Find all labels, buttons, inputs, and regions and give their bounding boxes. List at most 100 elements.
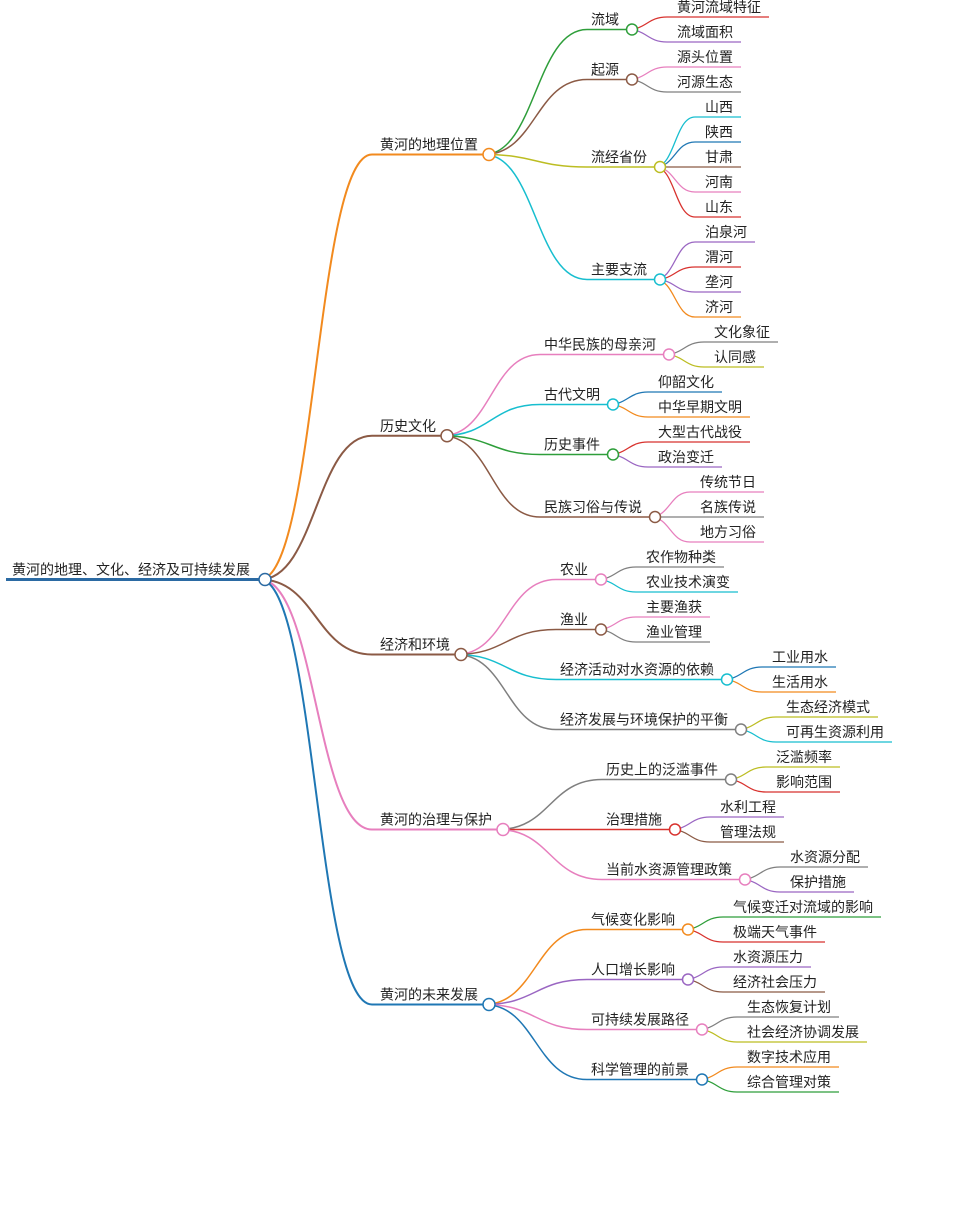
leaf-topic: 综合管理对策 [747, 1074, 831, 1091]
subtopic-connector [497, 828, 603, 881]
subtopic: 历史上的泛滥事件 [606, 763, 718, 779]
subtopic-collapse-toggle[interactable] [681, 973, 695, 986]
subtopic: 可持续发展路径 [591, 1012, 689, 1029]
branch-connector [259, 434, 373, 581]
subtopic-connector [483, 928, 588, 1006]
main-topic: 经济和环境 [380, 638, 450, 654]
subtopic-collapse-toggle[interactable] [720, 673, 734, 686]
subtopic: 经济发展与环境保护的平衡 [560, 713, 728, 729]
leaf-topic: 社会经济协调发展 [747, 1025, 859, 1041]
leaf-topic: 垄河 [705, 275, 733, 291]
subtopic-collapse-toggle[interactable] [695, 1023, 709, 1036]
branch-connector [259, 153, 373, 581]
leaf-topic: 农作物种类 [646, 550, 716, 566]
subtopic-collapse-toggle[interactable] [662, 348, 676, 361]
subtopic-collapse-toggle[interactable] [695, 1073, 709, 1086]
leaf-connector [654, 166, 696, 218]
main-topic: 黄河的治理与保护 [380, 812, 492, 829]
leaf-topic: 传统节日 [700, 475, 756, 491]
subtopic: 当前水资源管理政策 [606, 862, 732, 879]
subtopic-connector [441, 435, 541, 456]
leaf-topic: 源头位置 [677, 50, 733, 66]
subtopic: 流域 [591, 13, 619, 29]
leaf-topic: 济河 [705, 300, 733, 316]
subtopic-collapse-toggle[interactable] [653, 160, 667, 174]
subtopic-connector [483, 1003, 588, 1031]
leaf-topic: 生活用水 [772, 675, 828, 691]
subtopic-connector [455, 653, 557, 681]
subtopic-collapse-toggle[interactable] [606, 448, 620, 461]
topic-collapse-toggle[interactable] [440, 429, 454, 443]
subtopic-collapse-toggle[interactable] [724, 773, 738, 786]
branch-connector [259, 578, 373, 656]
leaf-topic: 渭河 [705, 250, 733, 266]
subtopic-collapse-toggle[interactable] [738, 873, 752, 886]
subtopic-collapse-toggle[interactable] [653, 273, 667, 286]
topic-collapse-toggle[interactable] [482, 147, 496, 162]
subtopic-connector [441, 403, 541, 437]
subtopic: 农业 [560, 563, 588, 579]
subtopic-collapse-toggle[interactable] [625, 23, 639, 36]
leaf-topic: 陕西 [705, 125, 733, 141]
leaf-topic: 经济社会压力 [733, 975, 817, 991]
leaf-topic: 管理法规 [720, 825, 776, 841]
topic-collapse-toggle[interactable] [454, 647, 468, 662]
subtopic-collapse-toggle[interactable] [594, 573, 608, 586]
subtopic-collapse-toggle[interactable] [734, 723, 748, 736]
leaf-topic: 主要渔获 [646, 600, 702, 616]
subtopic-connector [455, 578, 557, 656]
subtopic-collapse-toggle[interactable] [681, 923, 695, 936]
subtopic: 人口增长影响 [591, 963, 675, 979]
leaf-topic: 山西 [705, 100, 733, 116]
leaf-topic: 大型古代战役 [658, 425, 742, 441]
leaf-topic: 影响范围 [776, 774, 832, 791]
leaf-topic: 工业用水 [772, 650, 828, 666]
main-topic: 黄河的地理位置 [380, 137, 478, 154]
subtopic-collapse-toggle[interactable] [606, 398, 620, 411]
subtopic: 起源 [591, 63, 619, 79]
subtopic-collapse-toggle[interactable] [668, 823, 682, 836]
leaf-topic: 气候变迁对流域的影响 [733, 900, 873, 916]
leaf-topic: 数字技术应用 [747, 1049, 831, 1066]
leaf-topic: 名族传说 [700, 500, 756, 516]
leaf-connector [654, 116, 696, 168]
topic-collapse-toggle[interactable] [496, 822, 510, 837]
leaf-topic: 文化象征 [714, 325, 770, 341]
subtopic-connector [455, 628, 557, 656]
leaf-topic: 流域面积 [677, 25, 733, 41]
subtopic: 科学管理的前景 [591, 1062, 689, 1079]
subtopic-connector [441, 353, 541, 437]
leaf-topic: 水利工程 [720, 800, 776, 816]
leaf-topic: 河南 [705, 175, 733, 191]
leaf-topic: 极端天气事件 [733, 925, 817, 941]
subtopic: 治理措施 [606, 813, 662, 829]
subtopic-connector [483, 78, 588, 156]
subtopic-connector [483, 153, 588, 281]
subtopic-collapse-toggle[interactable] [594, 623, 608, 636]
main-topic: 黄河的未来发展 [380, 987, 478, 1004]
branch-connector [259, 578, 373, 831]
subtopic: 民族习俗与传说 [544, 500, 642, 516]
leaf-topic: 水资源压力 [733, 950, 803, 966]
leaf-topic: 甘肃 [705, 150, 733, 166]
subtopic-collapse-toggle[interactable] [648, 510, 662, 524]
topic-collapse-toggle[interactable] [482, 997, 496, 1012]
subtopic: 气候变化影响 [591, 913, 675, 929]
leaf-topic: 地方习俗 [700, 525, 756, 541]
subtopic-collapse-toggle[interactable] [625, 73, 639, 86]
subtopic-connector [441, 435, 541, 518]
leaf-topic: 生态经济模式 [786, 700, 870, 716]
node-layer: 黄河的地理、文化、经济及可持续发展黄河的地理位置流域黄河流域特征流域面积起源源头… [6, 0, 892, 1093]
leaf-topic: 山东 [705, 200, 733, 216]
subtopic-connector [497, 778, 603, 831]
subtopic-connector [483, 1003, 588, 1081]
leaf-topic: 认同感 [714, 349, 756, 366]
leaf-topic: 生态恢复计划 [747, 999, 831, 1016]
leaf-topic: 政治变迁 [658, 450, 714, 466]
leaf-topic: 渔业管理 [646, 625, 702, 641]
leaf-topic: 中华早期文明 [658, 400, 742, 416]
subtopic-connector [483, 28, 588, 156]
subtopic: 渔业 [560, 613, 588, 629]
main-topic: 历史文化 [380, 419, 436, 435]
root-collapse-toggle[interactable] [258, 572, 272, 587]
